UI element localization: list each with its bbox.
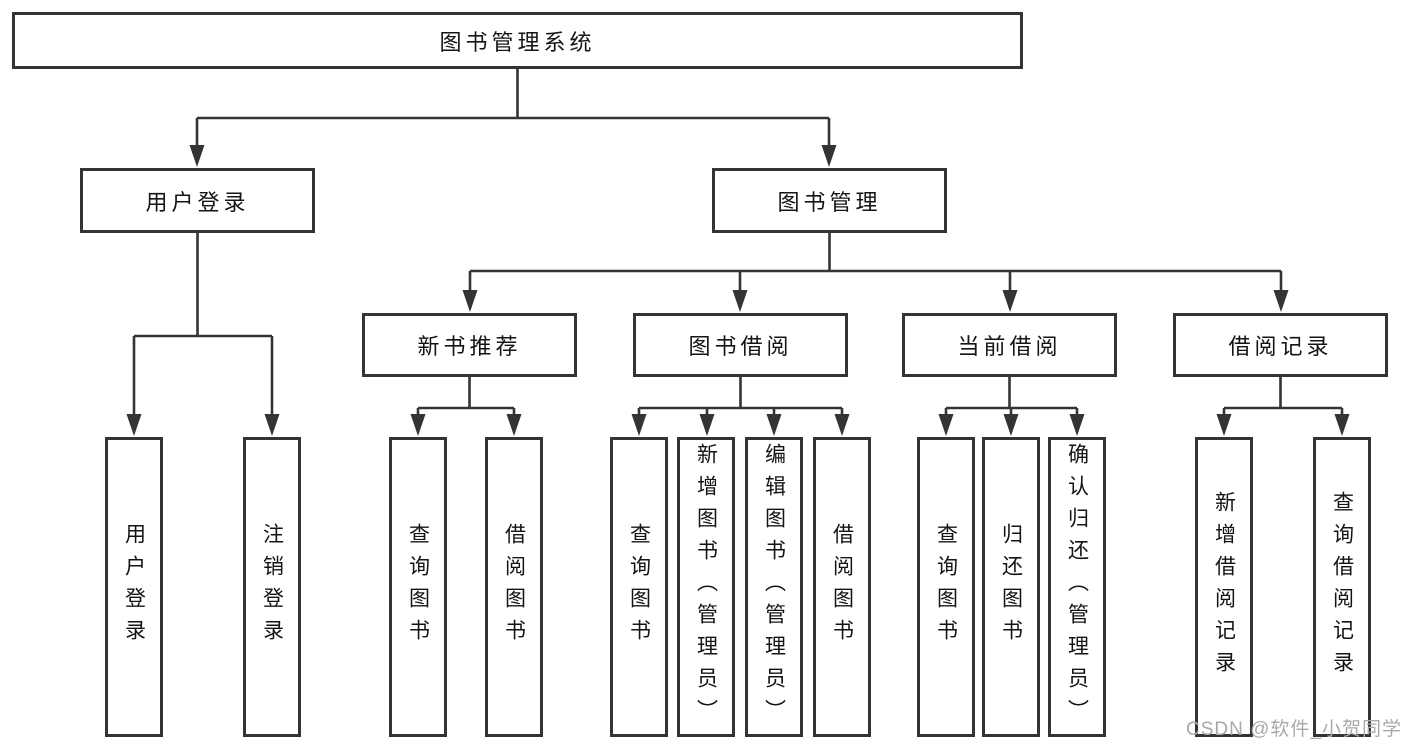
- node-book-borrow-label: 图书借阅: [688, 334, 793, 359]
- leaf-borrow-books-recommend-label: 借阅图书: [502, 523, 526, 651]
- leaf-user-login: 用户登录: [105, 437, 163, 737]
- connector-book-borrow: [631, 377, 850, 436]
- csdn-watermark: CSDN @软件_小贺同学: [1186, 719, 1402, 740]
- leaf-logout-label: 注销登录: [260, 523, 284, 651]
- leaf-user-login-label: 用户登录: [122, 523, 146, 651]
- leaf-query-books-borrow: 查询图书: [610, 437, 668, 737]
- leaf-add-books-admin-label: 新增图书（管理员）: [694, 443, 718, 731]
- node-root: 图书管理系统: [12, 12, 1023, 69]
- node-current-borrow: 当前借阅: [902, 313, 1117, 377]
- leaf-logout: 注销登录: [243, 437, 301, 737]
- connector-new-book-recommend: [410, 377, 522, 436]
- leaf-query-borrow-record: 查询借阅记录: [1313, 437, 1371, 737]
- node-borrow-records-label: 借阅记录: [1228, 334, 1333, 359]
- leaf-edit-books-admin-label: 编辑图书（管理员）: [762, 443, 786, 731]
- leaf-return-books: 归还图书: [982, 437, 1040, 737]
- leaf-query-books-current: 查询图书: [917, 437, 975, 737]
- leaf-add-borrow-record: 新增借阅记录: [1195, 437, 1253, 737]
- node-root-label: 图书管理系统: [439, 29, 596, 55]
- leaf-add-borrow-record-label: 新增借阅记录: [1212, 491, 1236, 683]
- node-current-borrow-label: 当前借阅: [957, 334, 1062, 359]
- leaf-add-books-admin: 新增图书（管理员）: [677, 437, 735, 737]
- leaf-borrow-books-recommend: 借阅图书: [485, 437, 543, 737]
- node-borrow-records: 借阅记录: [1173, 313, 1388, 377]
- leaf-borrow-books: 借阅图书: [813, 437, 871, 737]
- connector-book-management-to-level3: [462, 233, 1289, 312]
- leaf-edit-books-admin: 编辑图书（管理员）: [745, 437, 803, 737]
- leaf-query-borrow-record-label: 查询借阅记录: [1330, 491, 1354, 683]
- leaf-confirm-return-admin: 确认归还（管理员）: [1048, 437, 1106, 737]
- leaf-return-books-label: 归还图书: [999, 523, 1023, 651]
- leaf-query-books-recommend: 查询图书: [389, 437, 447, 737]
- leaf-query-books-current-label: 查询图书: [934, 523, 958, 651]
- node-book-management: 图书管理: [712, 168, 947, 233]
- leaf-query-books-recommend-label: 查询图书: [406, 523, 430, 651]
- node-book-management-label: 图书管理: [777, 189, 882, 215]
- node-book-borrow: 图书借阅: [633, 313, 848, 377]
- leaf-confirm-return-admin-label: 确认归还（管理员）: [1065, 443, 1089, 731]
- connector-root-to-level2: [189, 68, 837, 167]
- connector-user-login-to-leaves: [126, 233, 280, 436]
- leaf-borrow-books-label: 借阅图书: [830, 523, 854, 651]
- node-user-login-label: 用户登录: [145, 189, 250, 215]
- node-new-book-recommend-label: 新书推荐: [417, 334, 522, 359]
- connector-current-borrow: [938, 377, 1085, 436]
- node-new-book-recommend: 新书推荐: [362, 313, 577, 377]
- connector-borrow-records: [1216, 377, 1350, 436]
- leaf-query-books-borrow-label: 查询图书: [627, 523, 651, 651]
- node-user-login: 用户登录: [80, 168, 315, 233]
